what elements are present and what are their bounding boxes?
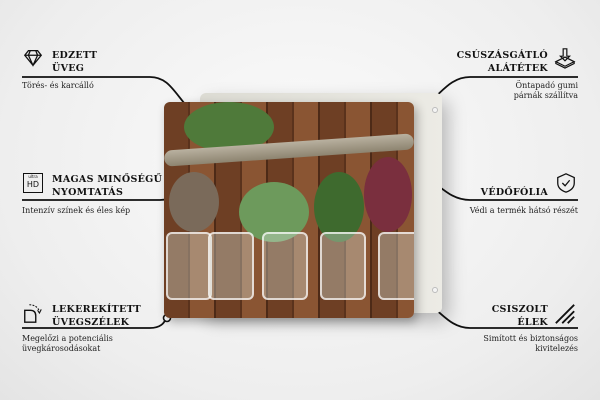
feature-tempered-glass: EDZETT ÜVEG <box>52 49 222 75</box>
anti-slip-pad-icon <box>554 48 576 69</box>
feature-title: CSISZOLT <box>491 304 548 315</box>
icon-text: ultra <box>28 174 38 179</box>
polished-edge-icon <box>555 304 575 324</box>
feature-title: NYOMTATÁS <box>52 187 124 198</box>
feature-desc: Megelőzi a potenciális <box>22 334 113 343</box>
feature-desc: kivitelezés <box>535 344 578 353</box>
feature-desc: Törés- és karcálló <box>22 81 94 90</box>
feature-title: VÉDŐFÓLIA <box>480 187 548 198</box>
rounded-corner-icon <box>24 304 42 323</box>
diamond-icon <box>23 50 43 67</box>
feature-desc: Öntapadó gumi <box>515 81 578 90</box>
ultra-hd-icon: ultra HD <box>23 173 43 193</box>
feature-title: ÜVEGSZÉLEK <box>52 317 130 328</box>
shield-check-icon <box>557 173 575 193</box>
feature-anti-slip: CSÚSZÁSGÁTLÓ ALÁTÉTEK <box>378 49 548 75</box>
feature-desc: Védi a termék hátsó részét <box>469 206 578 215</box>
feature-desc: üvegkárosodásokat <box>22 344 101 353</box>
feature-title: ALÁTÉTEK <box>487 63 548 74</box>
mounting-hole <box>432 287 438 293</box>
feature-title: ÜVEG <box>52 63 85 74</box>
feature-hd-print: MAGAS MINŐSÉGŰ NYOMTATÁS <box>52 173 222 199</box>
feature-desc: Simított és biztonságos <box>483 334 578 343</box>
feature-title: MAGAS MINŐSÉGŰ <box>52 174 163 185</box>
feature-desc: Intenzív színek és éles kép <box>22 206 131 215</box>
feature-title: ÉLEK <box>517 317 548 328</box>
icon-text: HD <box>26 180 40 189</box>
feature-polished-edges: CSISZOLT ÉLEK <box>378 303 548 329</box>
product-image-herbs-in-jars <box>164 102 414 318</box>
mounting-hole <box>432 107 438 113</box>
feature-desc: párnák szállítva <box>513 91 578 100</box>
feature-title: LEKEREKÍTETT <box>52 304 141 315</box>
feature-rounded-edges: LEKEREKÍTETT ÜVEGSZÉLEK <box>52 303 222 329</box>
feature-title: EDZETT <box>52 50 98 61</box>
feature-title: CSÚSZÁSGÁTLÓ <box>456 50 548 61</box>
